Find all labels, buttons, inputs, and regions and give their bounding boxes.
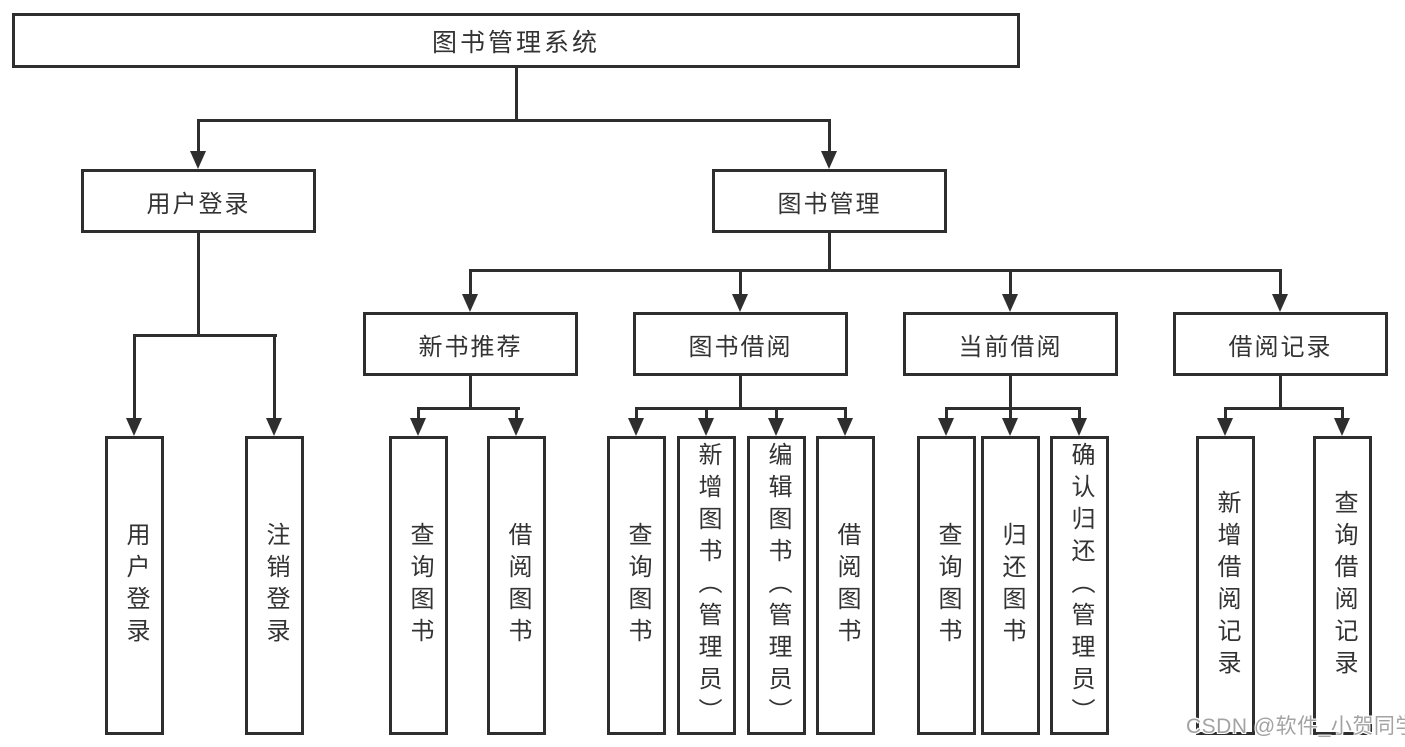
arrowhead-down-icon	[126, 418, 142, 436]
leaf-search-books-recommend: 查询图书	[389, 436, 448, 735]
leaf-borrow-books: 借阅图书	[816, 436, 875, 735]
arrowhead-down-icon	[462, 294, 478, 312]
connector-line	[635, 407, 847, 410]
node-book-management: 图书管理	[712, 169, 947, 233]
csdn-watermark: CSDN @软件_小贺同学	[1186, 715, 1405, 738]
connector-line	[1279, 269, 1282, 294]
connector-line	[828, 233, 831, 272]
connector-line	[469, 269, 1282, 272]
connector-line	[273, 334, 276, 418]
leaf-search-books-current: 查询图书	[917, 436, 976, 735]
node-user-login: 用户登录	[81, 169, 316, 233]
connector-line	[515, 68, 518, 121]
connector-line	[844, 407, 847, 418]
arrowhead-down-icon	[1071, 418, 1087, 436]
arrowhead-down-icon	[821, 151, 837, 169]
node-book-borrowing: 图书借阅	[633, 312, 848, 376]
connector-line	[739, 376, 742, 410]
connector-line	[197, 233, 200, 337]
leaf-edit-books-admin: 编辑图书（管理员）	[747, 436, 806, 735]
connector-line	[945, 407, 1081, 410]
node-current-borrowing: 当前借阅	[903, 312, 1118, 376]
connector-line	[417, 407, 420, 418]
leaf-add-books-admin: 新增图书（管理员）	[677, 436, 736, 735]
arrowhead-down-icon	[190, 151, 206, 169]
arrowhead-down-icon	[698, 418, 714, 436]
leaf-user-login: 用户登录	[105, 436, 164, 735]
connector-line	[1009, 407, 1012, 418]
leaf-search-borrow-record: 查询借阅记录	[1313, 436, 1372, 735]
connector-line	[1009, 376, 1012, 410]
connector-line	[1279, 376, 1282, 410]
connector-line	[197, 119, 831, 122]
arrowhead-down-icon	[1334, 418, 1350, 436]
node-library-management-system: 图书管理系统	[12, 13, 1020, 68]
node-new-book-recommendation: 新书推荐	[363, 312, 578, 376]
arrowhead-down-icon	[1217, 418, 1233, 436]
connector-line	[1078, 407, 1081, 418]
arrowhead-down-icon	[628, 418, 644, 436]
arrowhead-down-icon	[266, 418, 282, 436]
connector-line	[417, 407, 520, 410]
connector-line	[133, 334, 277, 337]
arrowhead-down-icon	[410, 418, 426, 436]
connector-line	[828, 119, 831, 151]
arrowhead-down-icon	[1002, 294, 1018, 312]
leaf-confirm-return-admin: 确认归还（管理员）	[1050, 436, 1109, 735]
leaf-borrow-books-recommend: 借阅图书	[487, 436, 546, 735]
connector-line	[945, 407, 948, 418]
arrowhead-down-icon	[938, 418, 954, 436]
connector-line	[775, 407, 778, 418]
connector-line	[197, 119, 200, 151]
connector-line	[1224, 407, 1344, 410]
connector-line	[469, 269, 472, 294]
leaf-logout: 注销登录	[245, 436, 304, 735]
arrowhead-down-icon	[508, 418, 524, 436]
connector-line	[1009, 269, 1012, 294]
arrowhead-down-icon	[732, 294, 748, 312]
connector-line	[469, 376, 472, 410]
node-borrowing-records: 借阅记录	[1173, 312, 1388, 376]
connector-line	[635, 407, 638, 418]
connector-line	[1341, 407, 1344, 418]
connector-line	[133, 334, 136, 418]
leaf-return-books: 归还图书	[981, 436, 1040, 735]
leaf-search-books-borrow: 查询图书	[607, 436, 666, 735]
arrowhead-down-icon	[768, 418, 784, 436]
connector-line	[1224, 407, 1227, 418]
connector-line	[515, 407, 518, 418]
connector-line	[705, 407, 708, 418]
arrowhead-down-icon	[1002, 418, 1018, 436]
leaf-add-borrow-record: 新增借阅记录	[1196, 436, 1255, 735]
arrowhead-down-icon	[1272, 294, 1288, 312]
arrowhead-down-icon	[837, 418, 853, 436]
connector-line	[739, 269, 742, 294]
